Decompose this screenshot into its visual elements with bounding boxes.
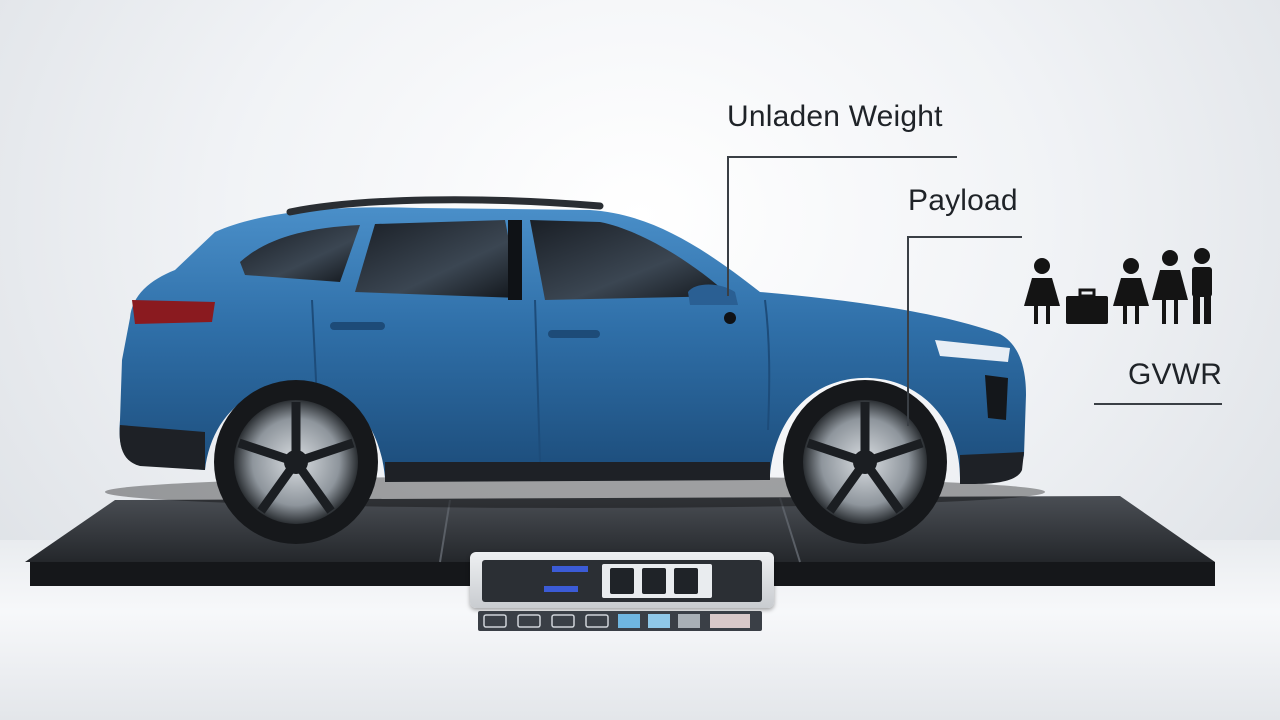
payload-icons bbox=[1024, 248, 1212, 324]
payload-leader bbox=[907, 236, 1022, 238]
chart-icon bbox=[517, 614, 541, 628]
console-icon-strip bbox=[478, 611, 762, 631]
woman-icon bbox=[1113, 258, 1149, 324]
woman-icon bbox=[1152, 250, 1188, 324]
scale-console bbox=[470, 552, 774, 608]
luggage-icon bbox=[1066, 288, 1108, 324]
gvwr-leader bbox=[1094, 403, 1222, 405]
console-icons bbox=[483, 614, 750, 628]
unladen-weight-pointer bbox=[727, 156, 729, 296]
unladen-weight-label: Unladen Weight bbox=[727, 100, 943, 133]
gvwr-label: GVWR bbox=[1128, 358, 1223, 391]
front-wheel bbox=[783, 380, 947, 544]
chart-icon bbox=[551, 614, 575, 628]
payload-pointer bbox=[907, 236, 909, 426]
woman-icon bbox=[1024, 258, 1060, 324]
gauge-icon bbox=[483, 614, 507, 628]
display-icon bbox=[585, 614, 609, 628]
scale-icon bbox=[710, 614, 750, 628]
console-readout bbox=[544, 564, 712, 598]
man-icon bbox=[1192, 248, 1212, 324]
console-screen bbox=[482, 560, 762, 602]
unladen-weight-leader bbox=[727, 156, 957, 158]
suv-vehicle bbox=[119, 196, 1026, 484]
rear-wheel bbox=[214, 380, 378, 544]
payload-label: Payload bbox=[908, 184, 1018, 217]
